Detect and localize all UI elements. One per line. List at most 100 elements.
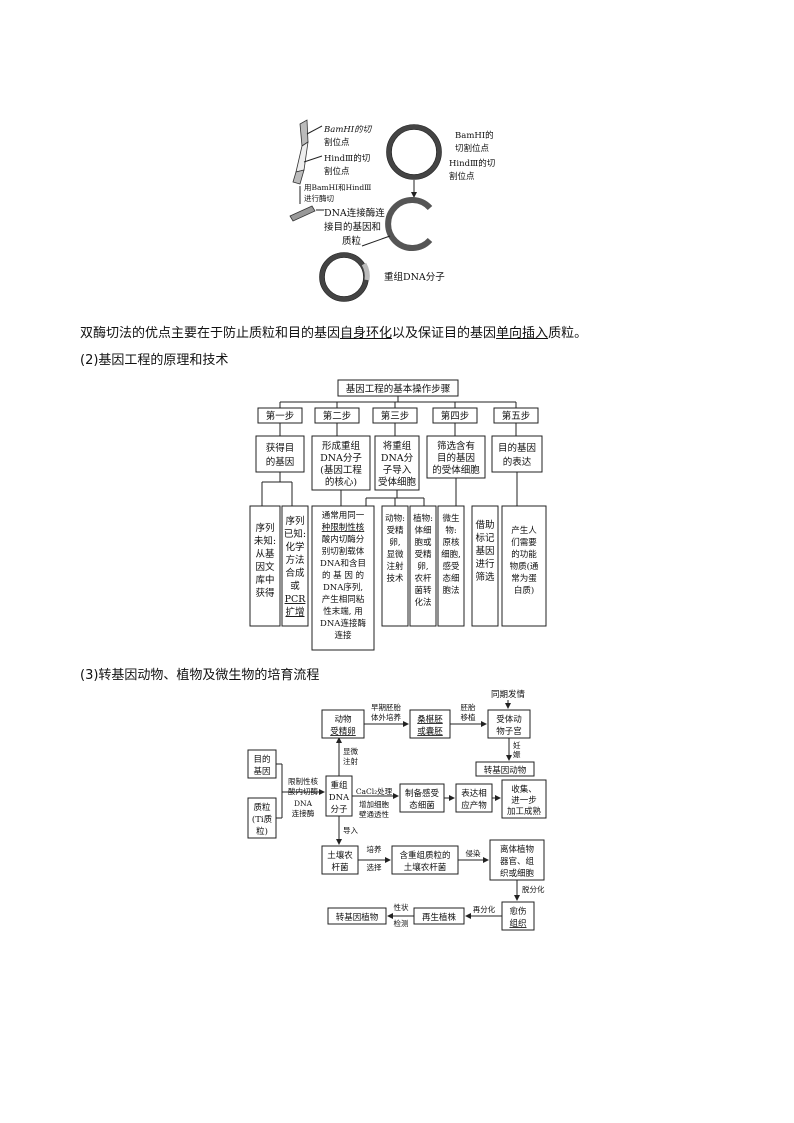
svg-text:的基因: 的基因 [266,456,295,468]
svg-text:目的基因: 目的基因 [498,442,536,454]
svg-text:质粒: 质粒 [253,802,271,813]
svg-text:的表达: 的表达 [503,456,532,468]
linear-dna-fragment [292,119,309,185]
svg-text:DNA序列,: DNA序列, [323,582,363,593]
explant-box [489,839,545,881]
svg-text:第五步: 第五步 [502,410,531,422]
svg-text:接目的基因和: 接目的基因和 [324,221,381,233]
detail-restriction-ligation [311,505,375,651]
desc-step-1 [255,435,305,473]
svg-text:获得: 获得 [255,587,275,599]
svg-text:基因: 基因 [253,766,270,777]
svg-text:动物:: 动物: [385,513,405,524]
svg-text:产生人: 产生人 [511,525,537,536]
svg-text:胞法: 胞法 [442,585,459,596]
svg-text:注射: 注射 [386,561,404,572]
import-label: 导入 [343,826,358,835]
svg-text:土壤农杆菌: 土壤农杆菌 [404,862,447,873]
svg-text:基因: 基因 [475,545,494,557]
hind3-site-label: HindⅢ的切 [324,153,370,164]
recombinant-plasmid [319,252,370,302]
svg-text:通常用同一: 通常用同一 [322,510,365,521]
svg-text:胞或: 胞或 [414,537,432,548]
microinjection-label: 显微 [343,746,358,756]
svg-text:或囊胚: 或囊胚 [417,726,443,737]
svg-text:物质(通: 物质(通 [510,561,539,572]
svg-text:化学: 化学 [285,541,304,553]
svg-text:割位点: 割位点 [449,171,475,182]
svg-text:未知:: 未知: [254,535,276,547]
svg-text:目的: 目的 [253,754,270,765]
detail-marker-screening [471,505,499,627]
svg-text:DNA: DNA [329,793,350,803]
svg-text:制备感受: 制备感受 [405,788,440,799]
detail-c-text: 通常用同一 种限制性核 酸内切酶分 别切割载体 DNA和含目 的 基 因 的 D… [320,510,366,641]
svg-text:(基因工程: (基因工程 [320,464,362,476]
embryo-transfer-label: 胚胎 [461,702,476,712]
svg-text:切割位点: 切割位点 [455,143,490,154]
svg-text:态细菌: 态细菌 [409,800,435,811]
svg-text:加工成熟: 加工成熟 [507,806,542,817]
culture-select-label: 培养 [367,844,382,854]
svg-text:进行酶切: 进行酶切 [304,193,334,203]
opened-plasmid [385,197,433,251]
svg-text:方法: 方法 [285,554,304,566]
svg-text:筛选含有: 筛选含有 [437,440,475,452]
step-row: 第一步 第二步 第三步 第四步 第五步 [257,402,539,424]
svg-text:体外培养: 体外培养 [371,712,401,722]
svg-text:DNA连接酶: DNA连接酶 [320,618,366,629]
svg-text:表达相: 表达相 [461,788,487,799]
figure-double-digestion: BamHⅠ的切 割位点 HindⅢ的切 割位点 用BamHⅠ和HindⅢ 进行酶… [289,119,495,302]
svg-text:收集、: 收集、 [511,784,537,795]
detail-sequence-known [281,505,309,627]
recombinant-label: 重组DNA分子 [384,271,445,283]
svg-text:受精: 受精 [414,549,432,560]
svg-text:卵,: 卵, [417,561,428,572]
svg-text:DNA分: DNA分 [381,453,414,464]
competent-cell-box [399,783,445,813]
figure-transgenic-flow: 目的 基因 质粒 (Ti质 粒) 限制性核 酸内切酶 DNA 连接酶 重组 DN… [247,689,547,931]
svg-text:DNA分子: DNA分子 [320,453,362,464]
svg-text:桑椹胚: 桑椹胚 [417,714,443,725]
svg-text:受体动: 受体动 [496,714,522,725]
detail-b-text: 序列 已知: 化学 方法 合成 或 PCR 扩增 [284,515,306,618]
detail-f-text: 微生 物: 原核 细胞, 感受 态细 胞法 [441,513,461,596]
desc-step-2 [311,435,371,491]
dedifferentiation-label: 脱分化 [522,884,545,894]
svg-text:质粒: 质粒 [342,235,362,247]
svg-text:产生相同粘: 产生相同粘 [322,594,365,605]
svg-text:卵,: 卵, [389,537,400,548]
cacl2-label: CaCl₂处理 [356,786,393,796]
redifferentiation-label: 再分化 [473,904,496,914]
svg-text:酸内切酶分: 酸内切酶分 [322,534,365,545]
desc-step-5 [491,435,543,473]
svg-text:因文: 因文 [255,561,275,573]
detail-h-text: 产生人 们需要 的功能 物质(通 常为蛋 白质) [510,525,539,596]
svg-text:转基因动物: 转基因动物 [484,765,527,776]
cut-fragment [289,205,316,222]
recipient-uterus-box [487,709,531,739]
fertilized-egg-box [321,709,365,739]
svg-text:壁通透性: 壁通透性 [359,809,389,819]
svg-text:再生植株: 再生植株 [422,912,457,923]
plasmid-bamh1-label: BamHⅠ的 [455,130,494,141]
svg-text:选择: 选择 [367,862,382,872]
detail-expression-product [501,505,547,627]
svg-text:筛选: 筛选 [475,571,495,583]
section-heading-3: (3)转基因动物、植物及微生物的培育流程 [80,668,320,683]
svg-text:(Ti质: (Ti质 [252,814,273,825]
svg-text:受体细胞: 受体细胞 [378,476,417,488]
svg-text:娠: 娠 [513,749,521,759]
svg-text:微生: 微生 [442,513,460,524]
section-heading-2: (2)基因工程的原理和技术 [80,353,229,368]
svg-text:标记: 标记 [475,532,495,544]
svg-text:的 基 因 的: 的 基 因 的 [322,570,364,581]
detail-plant-method [409,505,437,627]
detail-a-text: 序列 未知: 从基 因文 库中 获得 [254,522,276,599]
detail-sequence-unknown [249,505,281,627]
transgenic-plant-box [327,907,387,925]
svg-text:体细: 体细 [414,525,431,536]
svg-text:显微: 显微 [386,549,404,560]
svg-text:受精卵: 受精卵 [330,726,356,737]
svg-text:第四步: 第四步 [441,410,470,422]
